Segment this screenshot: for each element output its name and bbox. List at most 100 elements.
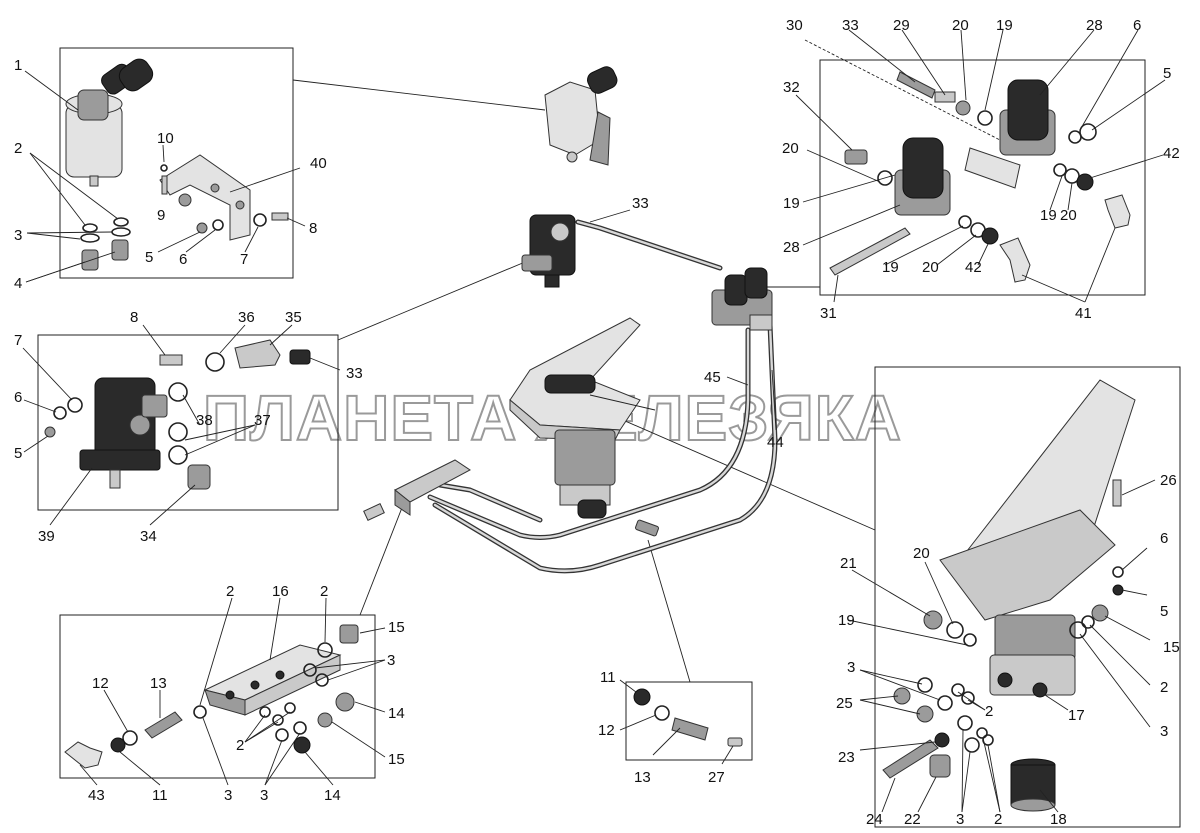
oring-19a [977, 110, 993, 126]
label-24: 24 [866, 811, 883, 828]
distribution-block-assembled [363, 459, 471, 521]
washer-3a-2 [111, 227, 131, 237]
bolt-8a [271, 212, 289, 221]
box-relay-valve [37, 334, 339, 511]
parking-valve-part [65, 58, 154, 187]
washer-3a-1 [80, 233, 100, 243]
nut-33 [289, 349, 311, 365]
bolt-8b [159, 354, 183, 366]
label-5-right: 5 [1163, 65, 1171, 82]
nut-11a [110, 737, 126, 753]
label-26: 26 [1160, 472, 1177, 489]
oring-2a-1 [82, 223, 98, 233]
oring-2g-1 [976, 727, 988, 739]
label-3c: 3 [224, 787, 232, 804]
label-3: 3 [14, 227, 22, 244]
label-15b: 15 [388, 751, 405, 768]
label-39: 39 [38, 528, 55, 545]
nut-11b [633, 688, 651, 706]
label-20e: 20 [913, 545, 930, 562]
washer-6c [1112, 566, 1124, 578]
washer-3d-2 [293, 721, 307, 735]
cover-18 [1010, 758, 1056, 812]
label-2b: 2 [226, 583, 234, 600]
label-9: 9 [157, 207, 165, 224]
label-3b: 3 [387, 652, 395, 669]
plate-30 [964, 147, 1021, 189]
nut-12b [654, 705, 670, 721]
part-labels: 1 2 3 4 10 9 40 8 5 6 7 33 30 33 29 20 1… [14, 17, 1180, 828]
box-parking-valve [59, 47, 294, 279]
label-40: 40 [310, 155, 327, 172]
connector-33 [896, 71, 936, 99]
box-solenoid-valves [819, 59, 1146, 296]
valve-24 [882, 739, 939, 779]
label-10: 10 [157, 130, 174, 147]
label-3g: 3 [956, 811, 964, 828]
washer-3d-1 [275, 728, 289, 742]
label-12a: 12 [92, 675, 109, 692]
label-5b: 5 [14, 445, 22, 462]
label-8: 8 [309, 220, 317, 237]
oring-2b [193, 705, 207, 719]
label-30: 30 [786, 17, 803, 34]
oring-2f-1 [951, 683, 965, 697]
fitting-32 [844, 149, 868, 165]
fitting-4b [111, 239, 129, 261]
relay-valve-assembled [521, 214, 576, 288]
washer-10 [160, 164, 168, 172]
label-7b: 7 [14, 332, 22, 349]
solenoid-valve-28-top [999, 79, 1056, 156]
fitting-13b [671, 717, 709, 741]
label-42a: 42 [1163, 145, 1180, 162]
washer-3g-1 [957, 715, 973, 731]
washer-7b [67, 397, 83, 413]
plug-15a [339, 624, 359, 644]
relay-valve-part [79, 377, 168, 489]
box-brake-pedal [874, 366, 1181, 828]
label-43: 43 [88, 787, 105, 804]
washer-7a [253, 213, 267, 227]
label-2c: 2 [320, 583, 328, 600]
label-3d: 3 [260, 787, 268, 804]
washer-6b [53, 406, 67, 420]
nut-5a [196, 222, 208, 234]
bolt-31 [829, 227, 911, 276]
label-11b: 11 [600, 669, 616, 686]
label-19d: 19 [882, 259, 899, 276]
label-14a: 14 [388, 705, 405, 722]
label-8b: 8 [130, 309, 138, 326]
label-33-right: 33 [842, 17, 859, 34]
label-12b: 12 [598, 722, 615, 739]
label-25: 25 [836, 695, 853, 712]
oring-2f-2 [961, 691, 975, 705]
fitting-13a [144, 711, 183, 739]
label-6: 6 [179, 251, 187, 268]
label-2f: 2 [985, 703, 993, 720]
oring-2d-1 [259, 706, 271, 718]
washer-3f-1 [917, 677, 933, 693]
oring-38 [168, 382, 188, 402]
plug-15b [317, 712, 333, 728]
solenoid-pair-assembled [711, 267, 773, 331]
box-sensor [625, 681, 753, 761]
label-21: 21 [840, 555, 857, 572]
label-11a: 11 [152, 787, 168, 804]
leader-lines [22, 29, 1166, 813]
label-3f: 3 [1160, 723, 1168, 740]
nut-5c [1112, 584, 1124, 596]
oring-2d-3 [284, 702, 296, 714]
label-19e: 19 [838, 612, 855, 629]
label-19b: 19 [783, 195, 800, 212]
washer-3f-2 [937, 695, 953, 711]
nut-12a [122, 730, 138, 746]
label-44: 44 [767, 434, 784, 451]
label-20b: 20 [782, 140, 799, 157]
label-31: 31 [820, 305, 837, 322]
label-15a: 15 [388, 619, 405, 636]
label-29: 29 [893, 17, 910, 34]
nut-5b [44, 426, 56, 438]
label-42b: 42 [965, 259, 982, 276]
washer-3b-1 [303, 663, 317, 677]
solenoid-valve-28-left [894, 137, 951, 216]
